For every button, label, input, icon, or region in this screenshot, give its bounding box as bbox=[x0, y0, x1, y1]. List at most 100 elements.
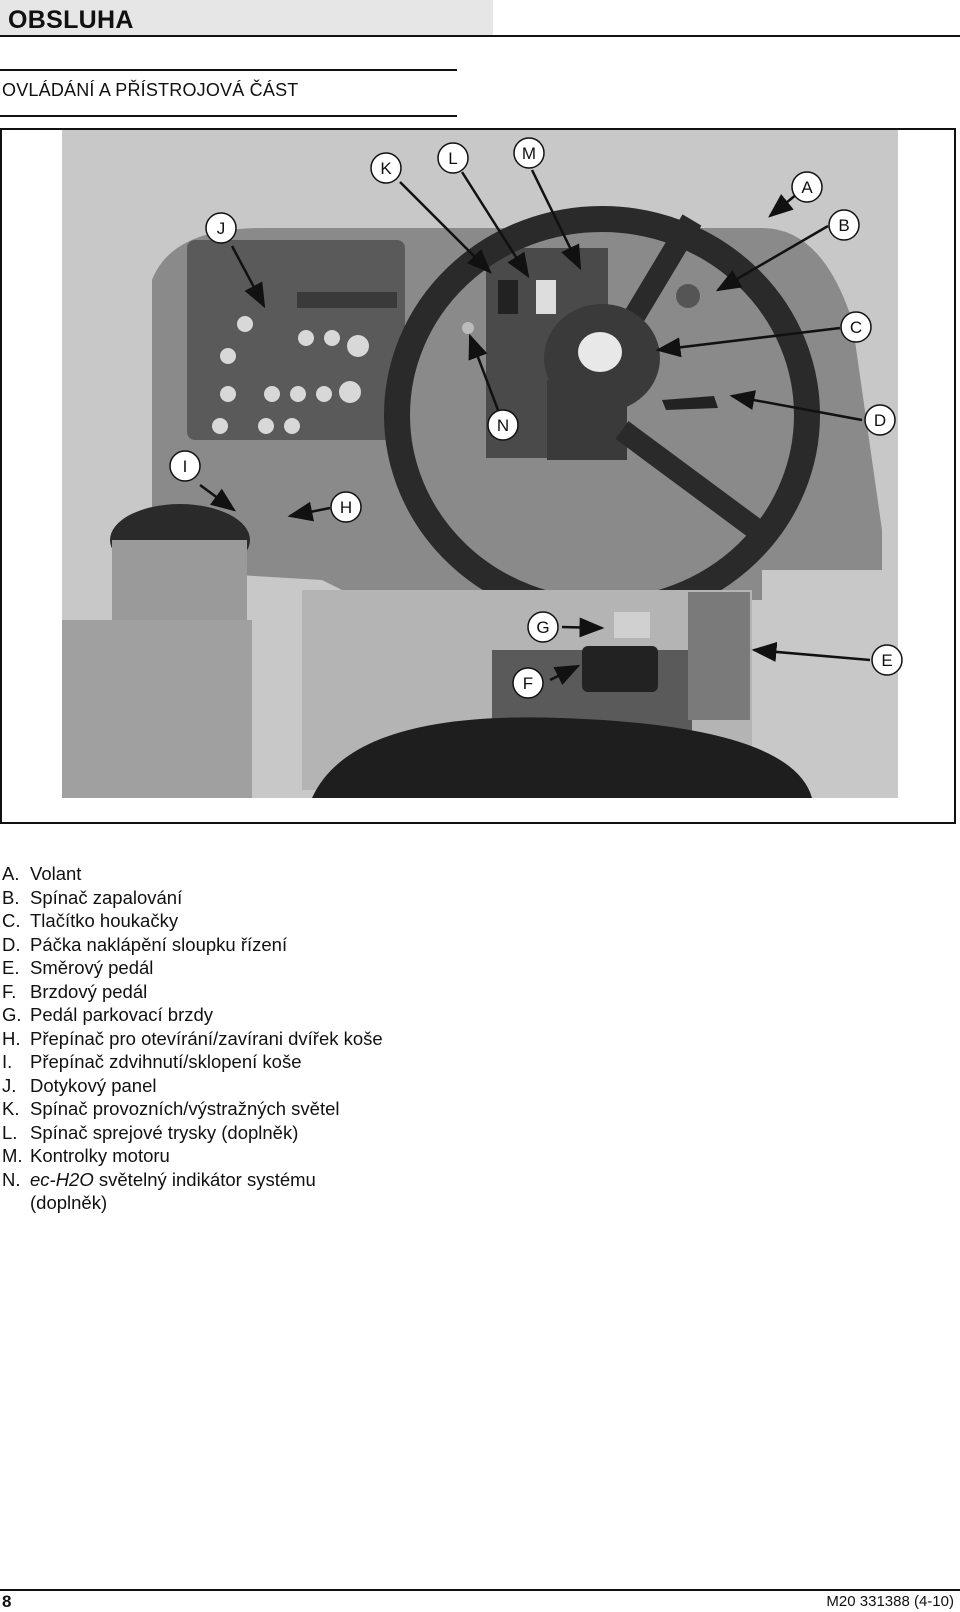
callout-label-I: I bbox=[183, 457, 188, 476]
legend-list: A. Volant B. Spínač zapalování C. Tlačítko … bbox=[2, 862, 383, 1215]
legend-key: L. bbox=[2, 1121, 18, 1143]
callout-label-F: F bbox=[523, 674, 533, 693]
callout-label-M: M bbox=[522, 144, 536, 163]
header-bar bbox=[0, 0, 493, 36]
callout-label-L: L bbox=[448, 149, 457, 168]
legend-key: G. bbox=[2, 1004, 22, 1025]
horn-button bbox=[578, 332, 622, 372]
direction-pedal bbox=[688, 592, 750, 720]
callout-leaders bbox=[199, 169, 871, 686]
seat bbox=[312, 717, 812, 798]
legend-key: C. bbox=[2, 910, 21, 931]
legend-text: Spínač zapalování bbox=[30, 886, 183, 908]
callout-label-A: A bbox=[801, 178, 813, 197]
display-strip bbox=[297, 292, 397, 308]
callout-M bbox=[513, 137, 545, 169]
legend-key: D. bbox=[2, 933, 21, 955]
legend-text: Směrový pedál bbox=[30, 957, 154, 978]
touch-panel bbox=[187, 240, 405, 440]
side-panel bbox=[62, 620, 252, 798]
footer-rule bbox=[0, 1589, 960, 1591]
legend-item: N. ec-H2O světelný indikátor systému bbox=[2, 1168, 383, 1192]
legend-key: E. bbox=[2, 957, 20, 978]
legend-text: Brzdový pedál bbox=[30, 980, 148, 1002]
legend-key: K. bbox=[2, 1098, 20, 1119]
touch-panel-buttons bbox=[212, 316, 369, 434]
callout-J bbox=[205, 212, 237, 244]
parking-brake-pedal bbox=[614, 612, 650, 638]
legend-item: J. Dotykový panel bbox=[2, 1074, 383, 1098]
legend-item: F. Brzdový pedál bbox=[2, 980, 383, 1004]
callout-label-G: G bbox=[536, 618, 549, 637]
legend-key: B. bbox=[2, 886, 20, 908]
document-id: M20 331388 (4-10) bbox=[826, 1593, 954, 1610]
legend-text: Přepínač pro otevírání/zavírani dvířek k… bbox=[30, 1027, 383, 1049]
callout-K bbox=[370, 152, 402, 184]
legend-text: Dotykový panel bbox=[30, 1074, 157, 1096]
section-title: OVLÁDÁNÍ A PŘÍSTROJOVÁ ČÁST bbox=[2, 80, 299, 100]
callout-G bbox=[527, 611, 559, 643]
legend-key: I. bbox=[2, 1051, 13, 1072]
legend-key: H. bbox=[2, 1027, 21, 1049]
callout-F bbox=[512, 667, 544, 699]
legend-item: H. Přepínač pro otevírání/zavírani dvířek… bbox=[2, 1027, 383, 1051]
ignition-key bbox=[676, 284, 700, 308]
legend-item: A. Volant bbox=[2, 862, 383, 886]
legend-text: Spínač provozních/výstražných světel bbox=[30, 1098, 340, 1119]
legend-item: L. Spínač sprejové trysky (doplněk) bbox=[2, 1121, 383, 1145]
legend-text: Volant bbox=[30, 863, 82, 884]
callout-circles bbox=[169, 137, 903, 699]
legend-text: Kontrolky motoru bbox=[30, 1145, 170, 1166]
legend-text: Přepínač zdvihnutí/sklopení koše bbox=[30, 1051, 302, 1072]
callout-label-E: E bbox=[881, 651, 892, 670]
callout-H bbox=[330, 491, 362, 523]
spray-switch bbox=[536, 280, 556, 314]
legend-item: G.Pedál parkovací brzdy bbox=[2, 1003, 383, 1027]
controls-photo: A B C D E F G H I J K L M N bbox=[62, 130, 903, 798]
legend-text-multiline: ec-H2O světelný indikátor systému bbox=[30, 1168, 316, 1192]
legend-item: B. Spínač zapalování bbox=[2, 886, 383, 910]
callout-label-B: B bbox=[838, 216, 849, 235]
legend-item: K. Spínač provozních/výstražných světel bbox=[2, 1097, 383, 1121]
callout-label-H: H bbox=[340, 498, 352, 517]
callout-label-D: D bbox=[874, 411, 886, 430]
legend-key: J. bbox=[2, 1074, 17, 1096]
legend-item: M. Kontrolky motoru bbox=[2, 1144, 383, 1168]
callout-N bbox=[487, 409, 519, 441]
legend-key: M. bbox=[2, 1145, 23, 1166]
tilt-lever bbox=[662, 396, 718, 410]
callout-label-N: N bbox=[497, 416, 509, 435]
callout-E bbox=[871, 644, 903, 676]
callout-A bbox=[791, 171, 823, 203]
callout-D bbox=[864, 404, 896, 436]
legend-text: Páčka naklápění sloupku řízení bbox=[30, 933, 288, 955]
legend-item-continuation: (doplněk) bbox=[2, 1191, 383, 1215]
controls-figure: A B C D E F G H I J K L M N bbox=[0, 128, 956, 824]
light-switch bbox=[498, 280, 518, 314]
legend-text: světelný indikátor systému bbox=[93, 1168, 316, 1190]
legend-key: N. bbox=[2, 1168, 21, 1190]
legend-italic-term: ec-H2O bbox=[30, 1168, 94, 1190]
brake-pedal bbox=[582, 646, 658, 692]
callout-label-J: J bbox=[217, 219, 226, 238]
legend-item: I. Přepínač zdvihnutí/sklopení koše bbox=[2, 1050, 383, 1074]
page-number: 8 bbox=[2, 1592, 12, 1611]
callout-C bbox=[840, 311, 872, 343]
callout-label-K: K bbox=[380, 159, 392, 178]
legend-item: D. Páčka naklápění sloupku řízení bbox=[2, 933, 383, 957]
legend-item: C. Tlačítko houkačky bbox=[2, 909, 383, 933]
legend-item: E. Směrový pedál bbox=[2, 956, 383, 980]
legend-key: A. bbox=[2, 863, 20, 884]
wheel-spoke-lower bbox=[615, 421, 764, 539]
legend-key: F. bbox=[2, 980, 17, 1002]
header-rule bbox=[0, 35, 960, 37]
section-rule-bottom bbox=[0, 115, 457, 117]
callout-label-C: C bbox=[850, 318, 862, 337]
ec-h2o-indicator bbox=[462, 322, 474, 334]
legend-text: Tlačítko houkačky bbox=[30, 910, 179, 931]
callout-L bbox=[437, 142, 469, 174]
callout-B bbox=[828, 209, 860, 241]
legend-text: Spínač sprejové trysky (doplněk) bbox=[30, 1121, 299, 1143]
legend-text-continuation: (doplněk) bbox=[30, 1192, 108, 1213]
callout-I bbox=[169, 450, 201, 482]
